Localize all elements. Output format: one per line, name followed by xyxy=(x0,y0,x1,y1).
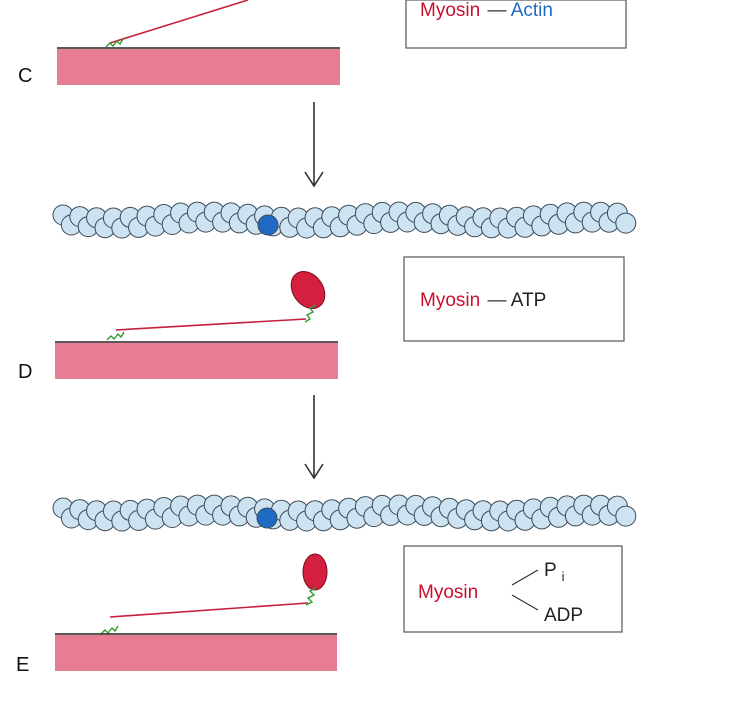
myosin-label-e: Myosin xyxy=(418,582,478,603)
arrow-head-2 xyxy=(304,463,324,480)
myosin-tail-c xyxy=(109,0,249,44)
transition-atp-binding xyxy=(304,102,324,188)
thick-filament-e xyxy=(55,635,337,671)
hinge-c xyxy=(105,38,124,48)
highlighted-actin-monomer xyxy=(256,507,278,529)
myosin-tail-e xyxy=(109,602,309,618)
actin-filament-e xyxy=(52,494,637,532)
myosin-head-d xyxy=(290,270,326,310)
svg-text:Myosin — ATP: Myosin — ATP xyxy=(420,290,546,311)
myosin-label-c: Myosin xyxy=(420,0,480,21)
phosphate-subscript-e: i xyxy=(562,569,565,584)
actin-filament-d xyxy=(52,201,637,239)
highlighted-actin-monomer xyxy=(257,214,279,236)
svg-text:Myosin — Actin: Myosin — Actin xyxy=(420,0,553,21)
stage-d: D Myosin — ATP xyxy=(18,201,637,383)
stage-label-d: D xyxy=(18,361,32,383)
state-box-c: Myosin — Actin xyxy=(405,0,627,49)
bond-lower-e xyxy=(511,594,539,611)
hinge-e-base xyxy=(100,625,119,635)
myosin-label-d: Myosin xyxy=(420,290,480,311)
actin-label-c: Actin xyxy=(511,0,553,21)
thick-filament-d xyxy=(55,343,338,379)
arrow-head-1 xyxy=(304,171,324,188)
myosin-head-e xyxy=(302,553,328,591)
bond-d: — xyxy=(487,290,506,311)
stage-e: E Myosin P i ADP xyxy=(16,494,637,676)
stage-label-e: E xyxy=(16,654,29,676)
atp-label-d: ATP xyxy=(511,290,547,311)
adp-label-e: ADP xyxy=(544,605,583,626)
thick-filament-c xyxy=(57,49,340,85)
stage-label-c: C xyxy=(18,65,32,87)
phosphate-label-e: P xyxy=(544,560,556,581)
hinge-d-base xyxy=(106,331,125,341)
bond-c: — xyxy=(487,0,506,21)
transition-atp-hydrolysis xyxy=(304,395,324,480)
state-box-e: Myosin P i ADP xyxy=(403,545,623,633)
bond-upper-e xyxy=(511,569,539,586)
hinge-d-head xyxy=(304,304,317,323)
state-box-d: Myosin — ATP xyxy=(403,256,625,342)
actin-monomer xyxy=(615,212,637,234)
myosin-tail-d xyxy=(115,318,307,331)
actin-monomer xyxy=(615,505,637,527)
hinge-e-head xyxy=(305,587,317,606)
svg-text:P i: P i xyxy=(544,560,565,584)
stage-c: C Myosin — Actin xyxy=(18,0,627,87)
